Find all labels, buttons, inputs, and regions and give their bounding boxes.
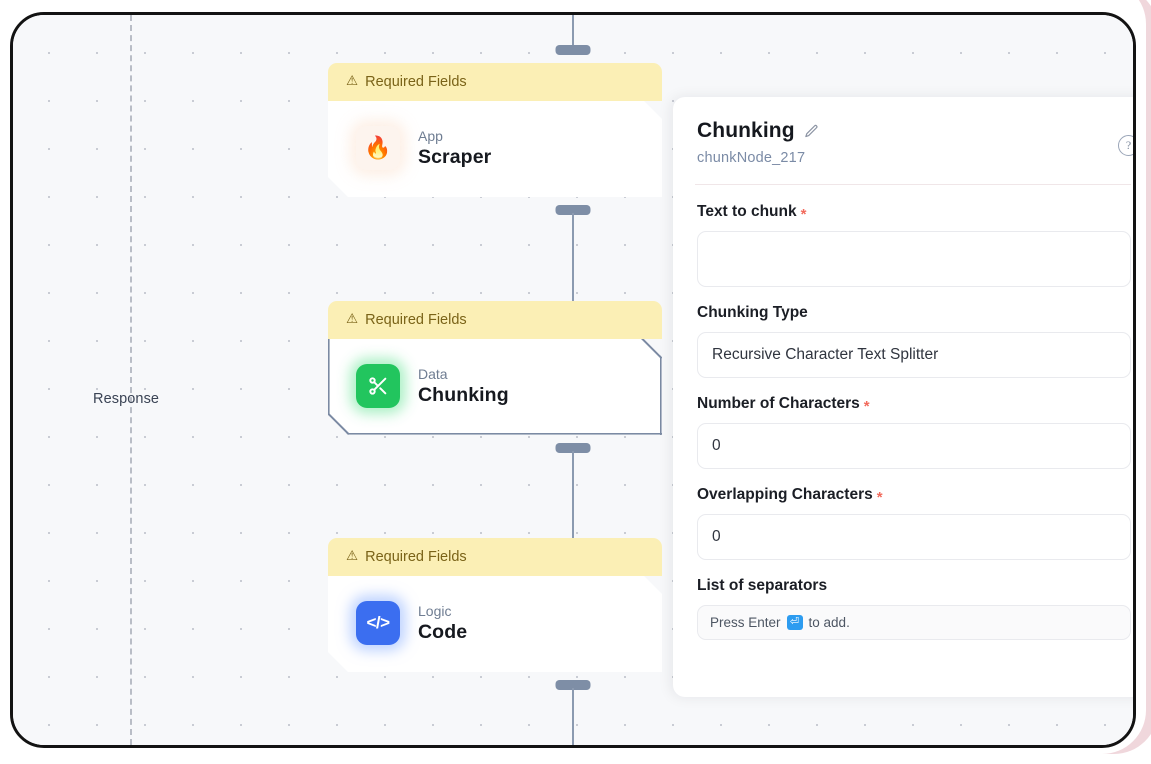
tags-hint-after: to add.	[808, 615, 850, 630]
node-title: Code	[418, 620, 468, 643]
warning-triangle-icon: ⚠	[346, 548, 359, 564]
node-warning-banner: ⚠ Required Fields	[328, 63, 662, 101]
node-config-panel: Chunking chunkNode_217 ? Text to chunk *	[673, 97, 1133, 697]
enter-key-icon: ⏎	[786, 615, 803, 630]
node-card[interactable]: </> Logic Code	[328, 574, 662, 672]
node-card[interactable]: Data Chunking	[328, 337, 662, 435]
node-category: App	[418, 127, 443, 144]
field-list-of-separators: List of separators Press Enter ⏎ to add.	[697, 577, 1131, 640]
question-mark-icon[interactable]: ?	[1118, 135, 1133, 156]
number-of-characters-input[interactable]: 0	[697, 423, 1131, 469]
required-marker: *	[876, 488, 883, 506]
node-warning-banner: ⚠ Required Fields	[328, 538, 662, 576]
panel-body: Text to chunk * Chunking Type Recursive …	[673, 185, 1133, 640]
scissors-icon	[356, 364, 400, 408]
warning-triangle-icon: ⚠	[346, 311, 359, 327]
text-to-chunk-input[interactable]	[697, 231, 1131, 287]
panel-divider	[695, 184, 1131, 185]
node-warning-label: Required Fields	[365, 74, 467, 90]
pencil-icon[interactable]	[804, 124, 819, 139]
field-number-of-characters: Number of Characters * 0	[697, 395, 1131, 469]
field-label: List of separators	[697, 577, 828, 594]
required-marker: *	[800, 205, 807, 223]
node-warning-label: Required Fields	[365, 549, 467, 565]
required-marker: *	[863, 397, 870, 415]
tags-hint-before: Press Enter	[710, 615, 781, 630]
node-title: Chunking	[418, 383, 509, 406]
node-warning-banner: ⚠ Required Fields	[328, 301, 662, 339]
flow-node-scraper[interactable]: ⚠ Required Fields 🔥 App Scraper	[328, 63, 662, 197]
field-label: Number of Characters	[697, 395, 860, 412]
panel-header: Chunking chunkNode_217 ?	[673, 97, 1133, 180]
field-label: Chunking Type	[697, 304, 808, 321]
node-category: Logic	[418, 602, 452, 619]
connector-top	[13, 15, 1133, 61]
field-label: Overlapping Characters	[697, 486, 873, 503]
flame-icon: 🔥	[356, 126, 400, 170]
node-title: Scraper	[418, 145, 492, 168]
lane-divider	[130, 15, 132, 745]
field-chunking-type: Chunking Type Recursive Character Text S…	[697, 304, 1131, 378]
node-category: Data	[418, 365, 448, 382]
app-window: Response ⚠ Required Fields 🔥 App Scraper	[10, 12, 1136, 748]
node-warning-label: Required Fields	[365, 312, 467, 328]
overlapping-characters-input[interactable]: 0	[697, 514, 1131, 560]
field-overlapping-characters: Overlapping Characters * 0	[697, 486, 1131, 560]
list-of-separators-input[interactable]: Press Enter ⏎ to add.	[697, 605, 1131, 640]
warning-triangle-icon: ⚠	[346, 73, 359, 89]
code-brackets-icon: </>	[356, 601, 400, 645]
flow-node-chunking[interactable]: ⚠ Required Fields Data	[328, 301, 662, 435]
panel-title: Chunking	[697, 119, 795, 142]
lane-label-response: Response	[93, 391, 160, 407]
node-card[interactable]: 🔥 App Scraper	[328, 99, 662, 197]
field-label: Text to chunk	[697, 203, 797, 220]
field-text-to-chunk: Text to chunk *	[697, 203, 1131, 287]
panel-node-id: chunkNode_217	[697, 150, 806, 166]
flow-node-code[interactable]: ⚠ Required Fields </> Logic Code	[328, 538, 662, 672]
chunking-type-select[interactable]: Recursive Character Text Splitter	[697, 332, 1131, 378]
